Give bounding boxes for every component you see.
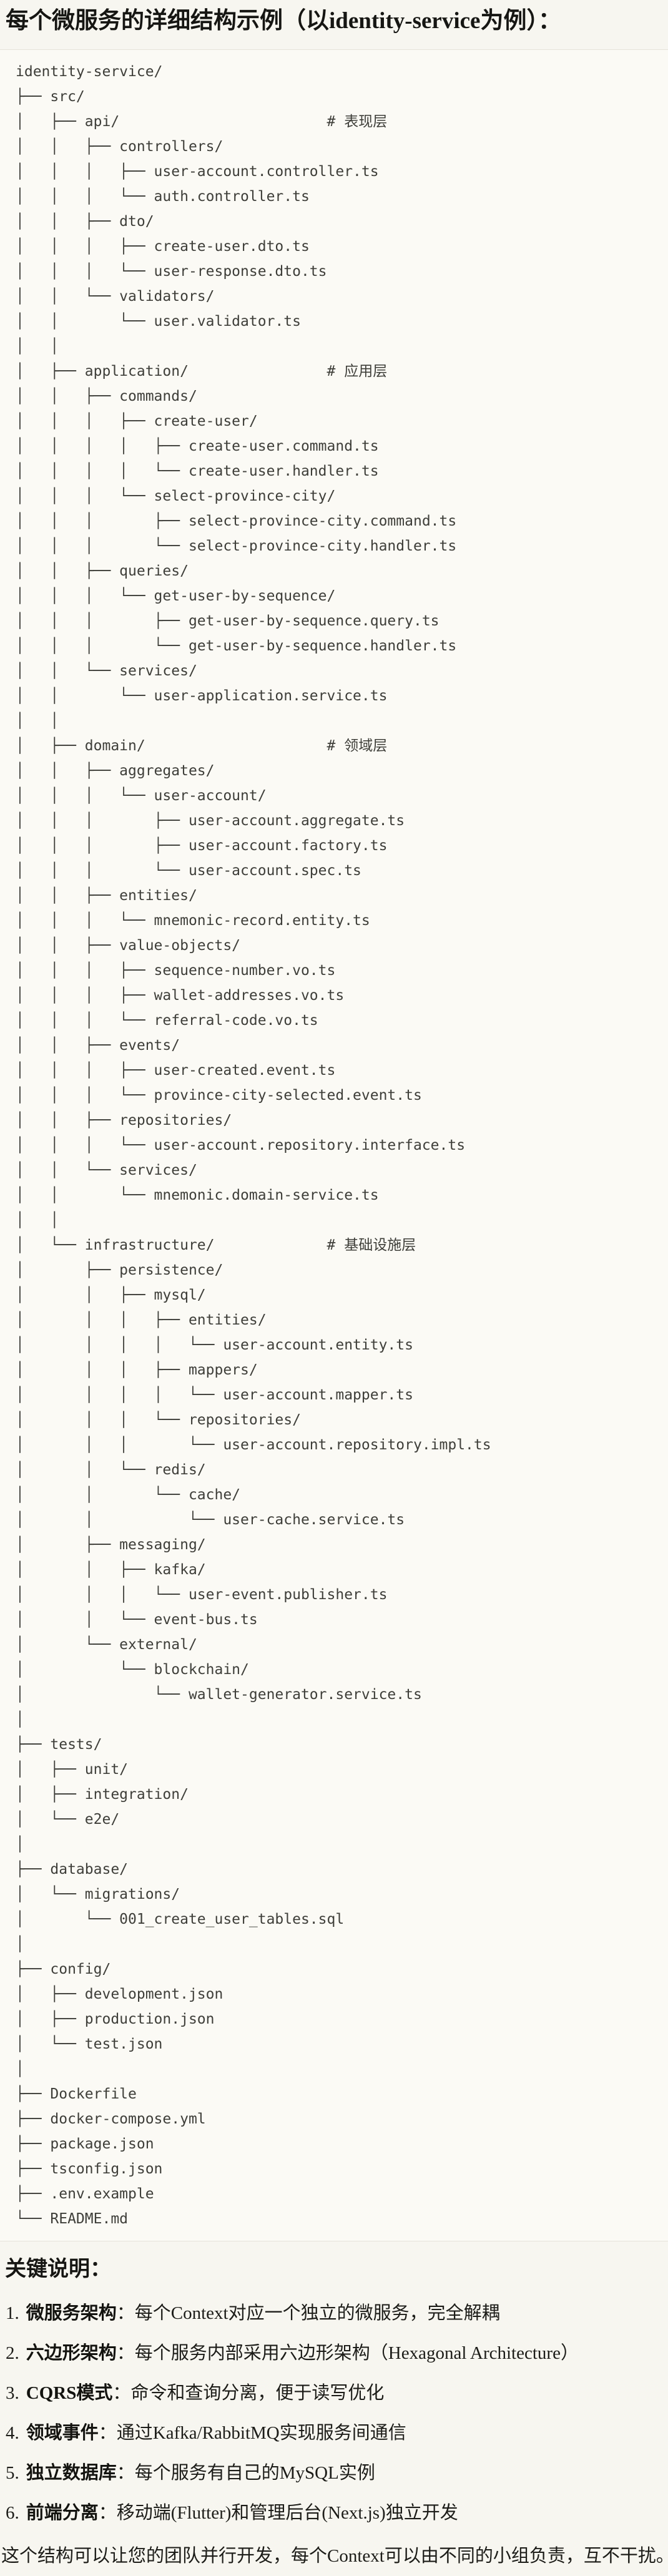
document-body: 每个微服务的详细结构示例（以identity-service为例）： ident… [0, 6, 668, 2570]
note-label: 六边形架构 [26, 2343, 117, 2363]
notes-title: 关键说明： [5, 2258, 111, 2281]
note-text: ：命令和查询分离，便于读写优化 [112, 2383, 385, 2403]
note-label: 领域事件 [26, 2422, 99, 2443]
note-item-3: 3. CQRS模式：命令和查询分离，便于读写优化 [6, 2379, 666, 2407]
note-number: 5. [6, 2462, 19, 2483]
note-item-1: 1. 微服务架构：每个Context对应一个独立的微服务，完全解耦 [6, 2299, 666, 2327]
note-number: 2. [6, 2343, 19, 2363]
note-item-4: 4. 领域事件：通过Kafka/RabbitMQ实现服务间通信 [6, 2419, 666, 2447]
directory-tree: identity-service/ ├── src/ │ ├── api/ # … [16, 64, 491, 2228]
note-item-2: 2. 六边形架构：每个服务内部采用六边形架构（Hexagonal Architec… [6, 2339, 666, 2367]
code-block: identity-service/ ├── src/ │ ├── api/ # … [0, 49, 668, 2242]
note-text: ：每个Context对应一个独立的微服务，完全解耦 [116, 2303, 500, 2323]
note-label: 微服务架构 [26, 2303, 117, 2323]
note-text: ：通过Kafka/RabbitMQ实现服务间通信 [98, 2422, 406, 2443]
note-number: 1. [6, 2303, 19, 2323]
note-number: 6. [6, 2502, 19, 2523]
page-title: 每个微服务的详细结构示例（以identity-service为例）： [6, 8, 561, 34]
note-item-5: 5. 独立数据库：每个服务有自己的MySQL实例 [6, 2459, 666, 2487]
note-label: CQRS模式 [26, 2383, 113, 2403]
note-number: 4. [6, 2422, 19, 2443]
note-item-6: 6. 前端分离：移动端(Flutter)和管理后台(Next.js)独立开发 [6, 2499, 666, 2527]
closing-paragraph: 这个结构可以让您的团队并行开发，每个Context可以由不同的小组负责，互不干扰… [1, 2545, 668, 2566]
note-label: 前端分离 [26, 2502, 99, 2523]
note-text: ：每个服务内部采用六边形架构（Hexagonal Architecture） [116, 2343, 579, 2363]
note-text: ：每个服务有自己的MySQL实例 [116, 2462, 375, 2483]
notes-section: 关键说明： 1. 微服务架构：每个Context对应一个独立的微服务，完全解耦 2… [0, 2257, 668, 2570]
note-label: 独立数据库 [26, 2462, 117, 2483]
note-text: ：移动端(Flutter)和管理后台(Next.js)独立开发 [98, 2502, 458, 2523]
note-number: 3. [6, 2383, 19, 2403]
